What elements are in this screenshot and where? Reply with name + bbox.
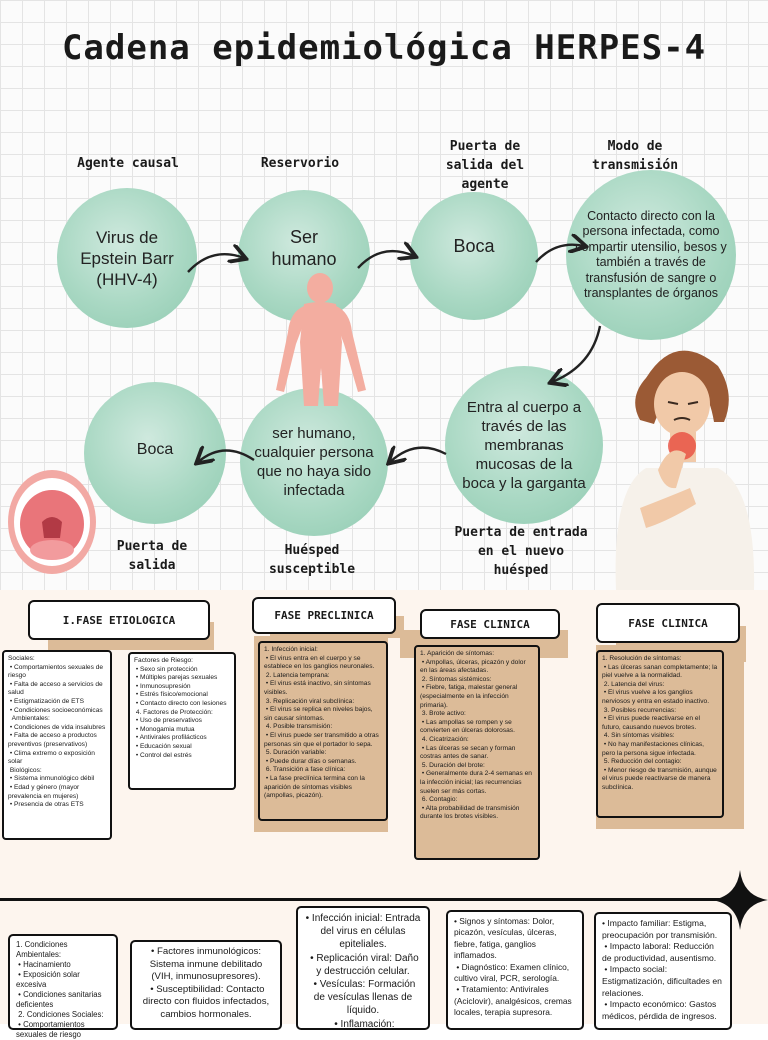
chain-arrows <box>187 0 602 590</box>
bottom-susceptibility-box: • Factores inmunológicos: Sistema inmune… <box>130 940 282 1030</box>
header-modo-transmision: Modo de transmisión <box>591 139 679 173</box>
phase-clinica-2-header: FASE CLINICA <box>596 603 740 643</box>
circle-boca-agente: Boca <box>410 192 538 320</box>
circle-agente-causal: Virus de Epstein Barr (HHV-4) <box>57 188 197 328</box>
circle-puerta-entrada: Entra al cuerpo a través de las membrana… <box>445 366 603 524</box>
clinica-2-box: 1. Resolución de síntomas: • Las úlceras… <box>596 650 724 818</box>
header-agente-causal: Agente causal <box>77 156 179 171</box>
phase-etiologica-header: I.FASE ETIOLOGICA <box>28 600 210 640</box>
arrow-huesped-boca <box>198 450 255 462</box>
circle-modo-transmision: Contacto directo con la persona infectad… <box>566 170 736 340</box>
phase-clinica-header: FASE CLINICA <box>420 609 560 639</box>
etiologica-risk-box: Factores de Riesgo: • Sexo sin protecció… <box>128 652 236 790</box>
star-icon <box>712 870 768 930</box>
arrow-entrada-huesped <box>390 448 447 462</box>
clinica-box: 1. Aparición de síntomas: • Ampollas, úl… <box>414 645 540 860</box>
bottom-infection-box: • Infección inicial: Entrada del virus e… <box>296 906 430 1030</box>
header-puerta-entrada: Puerta de entrada en el nuevo huésped <box>454 525 588 578</box>
arrow-boca-modo <box>535 245 584 263</box>
page-title: Cadena epidemiológica HERPES-4 <box>61 28 707 68</box>
phase-preclinica-header: FASE PRECLINICA <box>252 597 396 634</box>
open-mouth-icon <box>8 470 96 574</box>
woman-sore-throat-icon <box>615 350 755 590</box>
arrow-reservorio-boca <box>357 251 414 269</box>
preclinica-box: 1. Infección inicial: • El virus entra e… <box>258 641 388 821</box>
circle-reservorio: Ser humano <box>238 190 370 322</box>
header-reservorio: Reservorio <box>260 156 340 171</box>
bottom-environment-box: 1. Condiciones Ambientales: • Hacinamien… <box>8 934 118 1039</box>
arrow-agente-reservorio <box>187 254 244 273</box>
bottom-diagnosis-box: • Signos y síntomas: Dolor, picazón, ves… <box>446 910 584 1030</box>
header-puerta-salida: Puerta de salida <box>116 539 188 573</box>
arrow-modo-entrada <box>552 325 602 382</box>
bottom-impact-box: • Impacto familiar: Estigma, preocupació… <box>594 912 732 1030</box>
timeline-line <box>0 898 740 901</box>
human-figure-icon <box>276 273 366 406</box>
circle-huesped-susceptible: ser humano, cualquier persona que no hay… <box>240 388 388 536</box>
etiologica-social-box: Sociales: • Comportamientos sexuales de … <box>2 650 112 840</box>
header-huesped-susceptible: Huésped susceptible <box>268 543 356 577</box>
header-puerta-salida-agente: Puerta de salida del agente <box>445 139 525 192</box>
